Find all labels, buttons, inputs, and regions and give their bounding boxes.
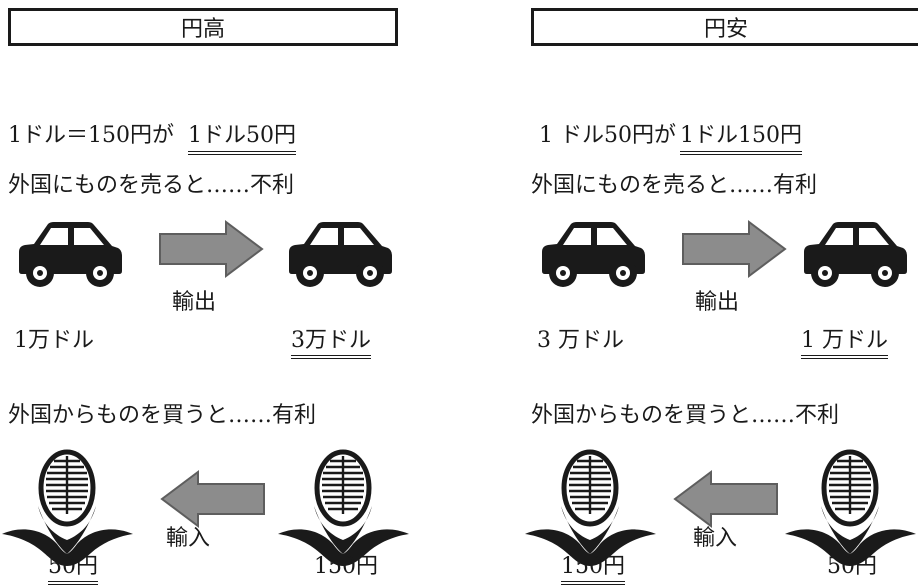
corn-icon bbox=[276, 448, 411, 568]
export-price-from: 3 万ドル bbox=[537, 328, 624, 353]
corn-icon bbox=[523, 448, 658, 568]
export-price-to: 3万ドル bbox=[291, 330, 371, 359]
rate-line: 1ドル＝150円が 1ドル50円 bbox=[8, 123, 296, 155]
export-label: 輸出 bbox=[172, 290, 217, 315]
export-price-from: 1万ドル bbox=[14, 328, 94, 353]
import-statement: 外国からものを買うと……有利 bbox=[8, 403, 317, 428]
arrow-left-icon bbox=[673, 470, 778, 528]
car-icon bbox=[288, 222, 393, 288]
panel-yen-appreciation: 円高 1ドル＝150円が 1ドル50円 外国にものを売ると……不利 輸出 1万ドル… bbox=[8, 0, 408, 588]
import-statement: 外国からものを買うと……不利 bbox=[531, 403, 840, 428]
import-price-left: 50円 bbox=[48, 556, 98, 585]
import-label: 輸入 bbox=[693, 526, 738, 551]
arrow-left-icon bbox=[160, 470, 265, 528]
corn-icon bbox=[783, 448, 918, 568]
rate-result: 1ドル150円 bbox=[680, 123, 802, 155]
arrow-right-icon bbox=[159, 220, 264, 278]
export-statement: 外国にものを売ると……不利 bbox=[8, 173, 295, 198]
corn-icon bbox=[0, 448, 135, 568]
import-price-left: 150円 bbox=[561, 556, 625, 585]
header-box: 円安 bbox=[531, 8, 918, 46]
export-statement: 外国にものを売ると……有利 bbox=[531, 173, 818, 198]
header-title: 円安 bbox=[703, 17, 748, 42]
header-title: 円高 bbox=[180, 17, 225, 42]
car-icon bbox=[541, 222, 646, 288]
import-price-right: 50円 bbox=[827, 554, 877, 579]
rate-prefix: 1 ドル50円が bbox=[539, 123, 676, 148]
car-icon bbox=[803, 222, 908, 288]
arrow-right-icon bbox=[682, 220, 787, 278]
rate-prefix: 1ドル＝150円が bbox=[8, 123, 174, 148]
import-label: 輸入 bbox=[166, 526, 211, 551]
import-price-right: 150円 bbox=[314, 554, 378, 579]
export-label: 輸出 bbox=[695, 290, 740, 315]
header-box: 円高 bbox=[8, 8, 398, 46]
car-icon bbox=[18, 222, 123, 288]
export-price-to: 1 万ドル bbox=[801, 330, 888, 359]
rate-result: 1ドル50円 bbox=[188, 123, 296, 155]
